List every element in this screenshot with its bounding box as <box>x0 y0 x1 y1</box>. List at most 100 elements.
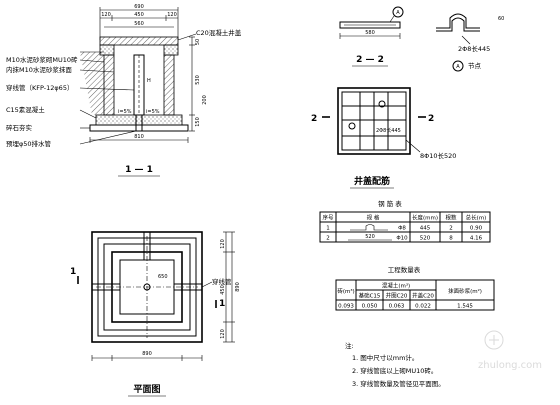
brick-wall-left <box>103 54 115 116</box>
rebar-row2-size: Φ10 <box>396 236 408 242</box>
dim-top-right: 120 <box>167 12 177 18</box>
note-1: 1. 图中尺寸以mm计。 <box>352 353 418 362</box>
qty-hdr-mortar: 抹面砂浆(m²) <box>448 287 482 295</box>
cover-section-callout <box>392 6 404 18</box>
cover-section: A 580 2 — 2 <box>339 6 404 67</box>
dim-inner-width: 560 <box>134 21 144 27</box>
label-pipe-sleeve: 穿线管（KFP-12φ65） <box>6 83 73 92</box>
qty-val-frame: 0.063 <box>389 304 405 310</box>
cover-section-title: 2 — 2 <box>356 55 384 65</box>
slope-left: i=5% <box>118 109 132 115</box>
dim-height-total: 530 <box>195 75 201 85</box>
cover-plan: 2Φ8长445 8Φ10长520 2 2 井盖配筋 <box>311 87 456 189</box>
label-drain-pipe: 预埋φ50排水管 <box>6 139 52 148</box>
dim-top-left: 120 <box>101 12 111 18</box>
cover-plan-rebar-a: 2Φ8长445 <box>376 127 401 134</box>
cover-plan-mark-left: 2 <box>311 114 317 124</box>
dim-height-sub: 50 <box>195 39 201 45</box>
section-top-dims: 690 120 450 120 560 <box>99 4 179 40</box>
rebar-row1-total: 0.90 <box>470 226 483 232</box>
note-3: 3. 穿线管数量及管径见平面图。 <box>352 379 445 388</box>
dim-top-mid: 450 <box>134 12 144 18</box>
label-gravel: 碎石夯实 <box>6 123 33 132</box>
rebar-row2-count: 8 <box>449 236 453 242</box>
drain-hole <box>143 283 151 291</box>
section-title: 1 — 1 <box>125 165 153 175</box>
qty-hdr-concrete: 混凝土(m³) <box>382 282 410 290</box>
hook-rebar <box>436 13 480 29</box>
rebar-hdr-total: 总长(m) <box>466 214 487 222</box>
cover-slab <box>99 36 179 46</box>
node-callout-text: A <box>456 64 460 70</box>
gravel-layer <box>89 124 189 132</box>
rebar-table: 钢 筋 表 序号 规 格 长度(mm) 根数 总长(m) 1 Φ8 445 2 … <box>319 199 491 243</box>
watermark: zhulong.com <box>478 330 542 371</box>
node-rebar-label: 2Φ8长445 <box>458 44 490 53</box>
cover-section-dim: 580 <box>365 30 375 36</box>
plan-dim-right-a: 120 <box>220 239 226 249</box>
base-concrete <box>95 114 183 126</box>
qty-sub-frame: 井圈C20 <box>386 292 408 300</box>
rebar-row1-count: 2 <box>449 226 453 232</box>
label-cover: C20混凝土井盖 <box>196 28 242 37</box>
frame-right <box>163 44 179 56</box>
node-detail: 2Φ8长445 60 A 节点 <box>436 13 504 72</box>
plan-sleeve-label: 穿线管 <box>212 277 232 286</box>
slope-right: i=5% <box>146 109 160 115</box>
dim-top-total: 690 <box>134 4 144 10</box>
label-plaster: 内抹M10水泥砂浆抹面 <box>6 65 72 74</box>
dim-base-width: 810 <box>134 134 144 140</box>
qty-sub-cover: 井盖C20 <box>412 292 434 300</box>
cover-plan-rebar-b: 8Φ10长520 <box>420 151 456 160</box>
rebar-hdr-count: 根数 <box>445 214 457 222</box>
brick-wall-right <box>163 54 175 116</box>
rebar-row1-no: 1 <box>326 226 330 232</box>
soil-left <box>80 52 104 115</box>
plan-dim-bottom: 890 <box>142 351 152 357</box>
cover-plan-lift-hole <box>348 122 356 130</box>
dim-height-mid: 200 <box>202 95 208 105</box>
cover-plan-mark-right: 2 <box>428 114 434 124</box>
watermark-text: zhulong.com <box>478 360 542 371</box>
node-callout <box>452 60 464 72</box>
plan-dim-right-c: 120 <box>220 329 226 339</box>
plan-center-label: 650 <box>158 274 168 280</box>
qty-val-base: 0.050 <box>362 304 378 310</box>
node-title: 节点 <box>468 62 482 70</box>
section-labels: C20混凝土井盖 M10水泥砂浆砌MU10砖 内抹M10水泥砂浆抹面 穿线管（K… <box>6 28 242 148</box>
label-brick-wall: M10水泥砂浆砌MU10砖 <box>6 55 78 64</box>
qty-hdr-brick: 砖(m³) <box>337 287 354 295</box>
rebar-row2-length: 520 <box>420 236 431 242</box>
dim-height-low: 150 <box>195 117 201 127</box>
node-dim: 60 <box>498 16 504 22</box>
notes: 注: 1. 图中尺寸以mm计。 2. 穿线管底以上砌MU10砖。 3. 穿线管数… <box>345 341 445 388</box>
note-2: 2. 穿线管底以上砌MU10砖。 <box>352 366 437 375</box>
rebar-row2-shape-dim: 520 <box>365 234 375 240</box>
plan-dim-right-b: 450 <box>220 285 226 295</box>
qty-val-mortar: 1.545 <box>457 304 473 310</box>
rebar-row2-no: 2 <box>326 236 330 242</box>
drain-pipe <box>135 114 143 132</box>
quantity-table-title: 工程数量表 <box>388 265 421 274</box>
rebar-row1-size: Φ8 <box>398 226 406 232</box>
cover-section-callout-text: A <box>396 10 400 16</box>
rebar-hdr-spec: 规 格 <box>367 214 380 222</box>
plan-title: 平面图 <box>133 384 160 395</box>
h-mark: H <box>147 78 151 84</box>
notes-title: 注: <box>345 341 354 350</box>
cover-plan-title: 井盖配筋 <box>354 175 390 187</box>
rebar-hdr-length: 长度(mm) <box>412 214 438 222</box>
rebar-table-title: 钢 筋 表 <box>378 199 402 208</box>
plan-dim-right-total: 890 <box>235 282 241 292</box>
cover-section-slab <box>339 21 401 29</box>
rebar-row1-length: 445 <box>420 226 431 232</box>
plan-sleeve-top <box>143 231 151 261</box>
qty-val-brick: 0.093 <box>338 304 354 310</box>
plan-sleeve-left <box>91 283 121 291</box>
qty-val-cover: 0.022 <box>415 304 431 310</box>
plan-section-mark-left: 1 <box>70 267 76 277</box>
section-view: 690 120 450 120 560 H i=5% i=5% <box>6 4 242 177</box>
label-base-concrete: C15素混凝土 <box>6 105 45 114</box>
qty-sub-base: 基础C15 <box>359 292 381 300</box>
